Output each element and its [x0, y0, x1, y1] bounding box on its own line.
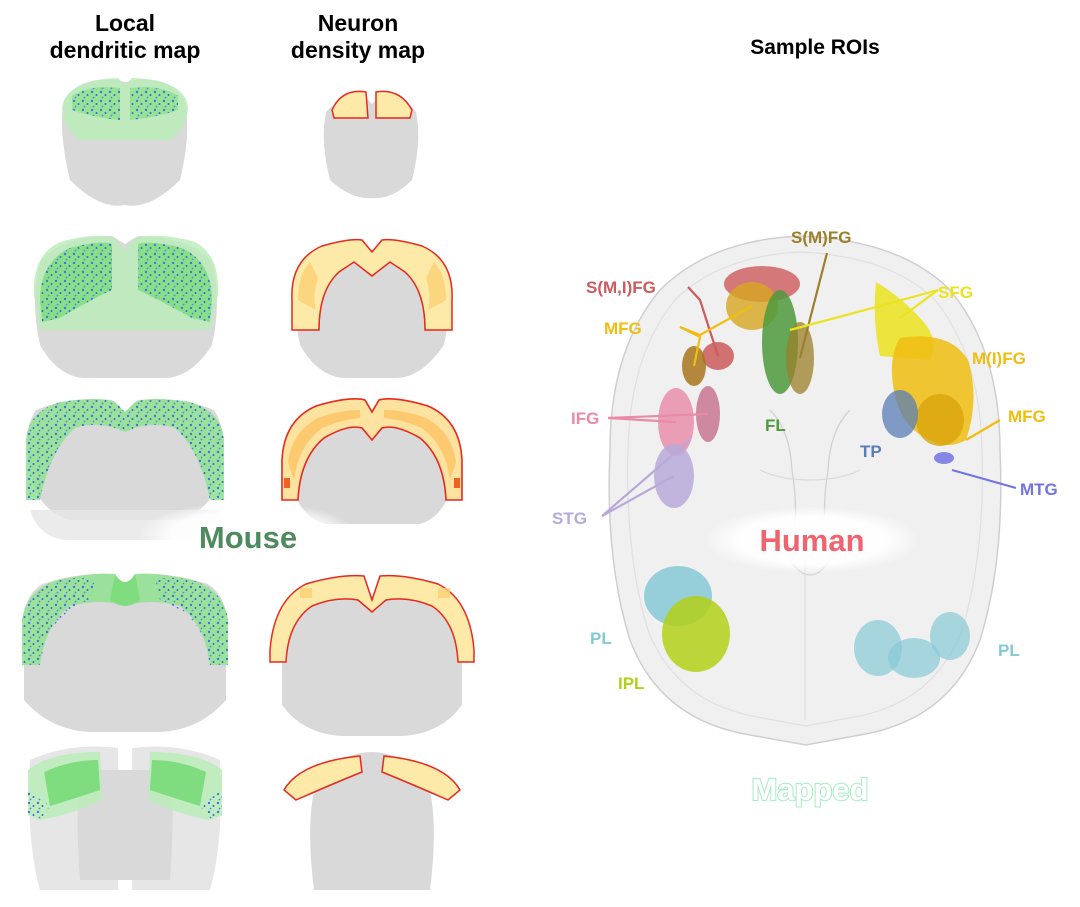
mouse-section-2-dendritic [33, 235, 219, 379]
header-local-dendritic-map: Local dendritic map [49, 10, 201, 63]
label-smfg: S(M)FG [791, 228, 851, 247]
roi-mtg [934, 452, 954, 464]
human-brain [608, 235, 1002, 746]
label-fl: FL [765, 416, 786, 435]
label-mfg-left: MFG [604, 319, 642, 338]
mouse-section-4-density [269, 574, 475, 736]
label-ipl: IPL [618, 674, 644, 693]
header-sample-rois: Sample ROIs [750, 36, 880, 59]
label-tp: TP [860, 442, 882, 461]
mouse-section-3-density [281, 398, 463, 524]
mouse-label-glow [138, 502, 358, 566]
label-mfg-right: MFG [1008, 407, 1046, 426]
label-pl-right: PL [998, 641, 1020, 660]
mouse-section-1-dendritic [62, 78, 188, 206]
mouse-section-5-density [283, 752, 461, 890]
label-smifg: S(M,I)FG [586, 278, 656, 297]
mouse-section-2-density [291, 238, 453, 379]
header-neuron-density-map: Neuron density map [290, 10, 426, 63]
neuron-density-map-column [269, 90, 475, 890]
mouse-section-1-density [323, 90, 419, 199]
label-mtg: MTG [1020, 480, 1058, 499]
roi-pl-right-c [930, 612, 970, 660]
mouse-section-4-dendritic [22, 573, 228, 732]
roi-tp [882, 390, 918, 438]
label-stg: STG [552, 509, 587, 528]
label-ifg: IFG [571, 409, 599, 428]
human-label: Human [759, 523, 864, 558]
roi-mfg-right [916, 394, 964, 446]
mapped-label: Mapped [751, 772, 868, 807]
label-sfg: SFG [938, 283, 973, 302]
human-label-glow [704, 506, 920, 574]
roi-leader-lines [601, 252, 1017, 517]
mouse-label: Mouse [199, 520, 297, 555]
roi-ipl [662, 596, 730, 672]
roi-pl-right-b [888, 638, 940, 678]
label-pl-left: PL [590, 629, 612, 648]
mouse-section-5-dendritic [28, 746, 222, 890]
label-mifg: M(I)FG [972, 349, 1026, 368]
local-dendritic-map-column [22, 78, 228, 890]
